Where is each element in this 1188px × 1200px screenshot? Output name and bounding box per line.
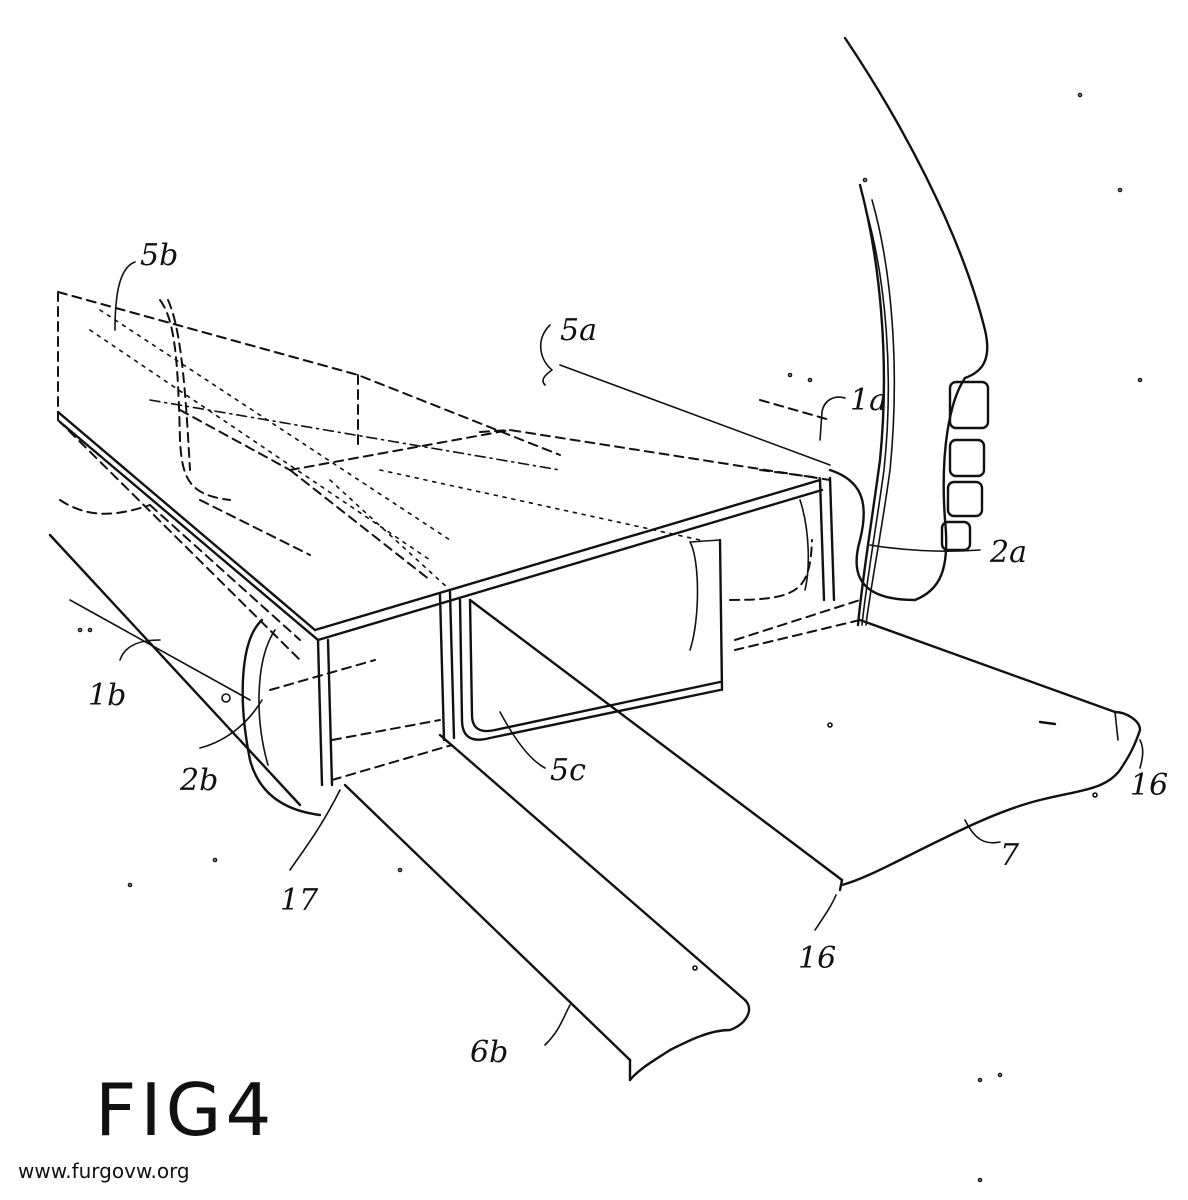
label-16-bottom: 16 <box>798 941 836 976</box>
watermark: www.furgovw.org <box>18 1159 190 1183</box>
stray-dots <box>77 92 1143 1183</box>
label-7: 7 <box>1000 838 1020 873</box>
drawer-frame <box>269 476 861 787</box>
label-1a: 1a <box>850 383 887 418</box>
ramp-6b <box>343 733 751 1082</box>
left-side-body <box>48 419 322 817</box>
vehicle-body <box>828 36 990 627</box>
label-5c: 5c <box>550 753 586 788</box>
label-2b: 2b <box>179 763 218 798</box>
label-1b: 1b <box>88 678 126 713</box>
label-17: 17 <box>280 883 319 918</box>
label-5a: 5a <box>560 313 597 348</box>
label-5b: 5b <box>140 238 178 273</box>
top-panel <box>56 410 831 642</box>
figure-title: FIG4 <box>95 1068 275 1152</box>
label-6b: 6b <box>470 1035 508 1070</box>
label-2a: 2a <box>989 535 1027 570</box>
storage-box-5b <box>57 291 561 561</box>
platform-7 <box>468 598 1142 892</box>
leader-lines <box>114 261 1144 1046</box>
label-16-right: 16 <box>1130 768 1168 803</box>
